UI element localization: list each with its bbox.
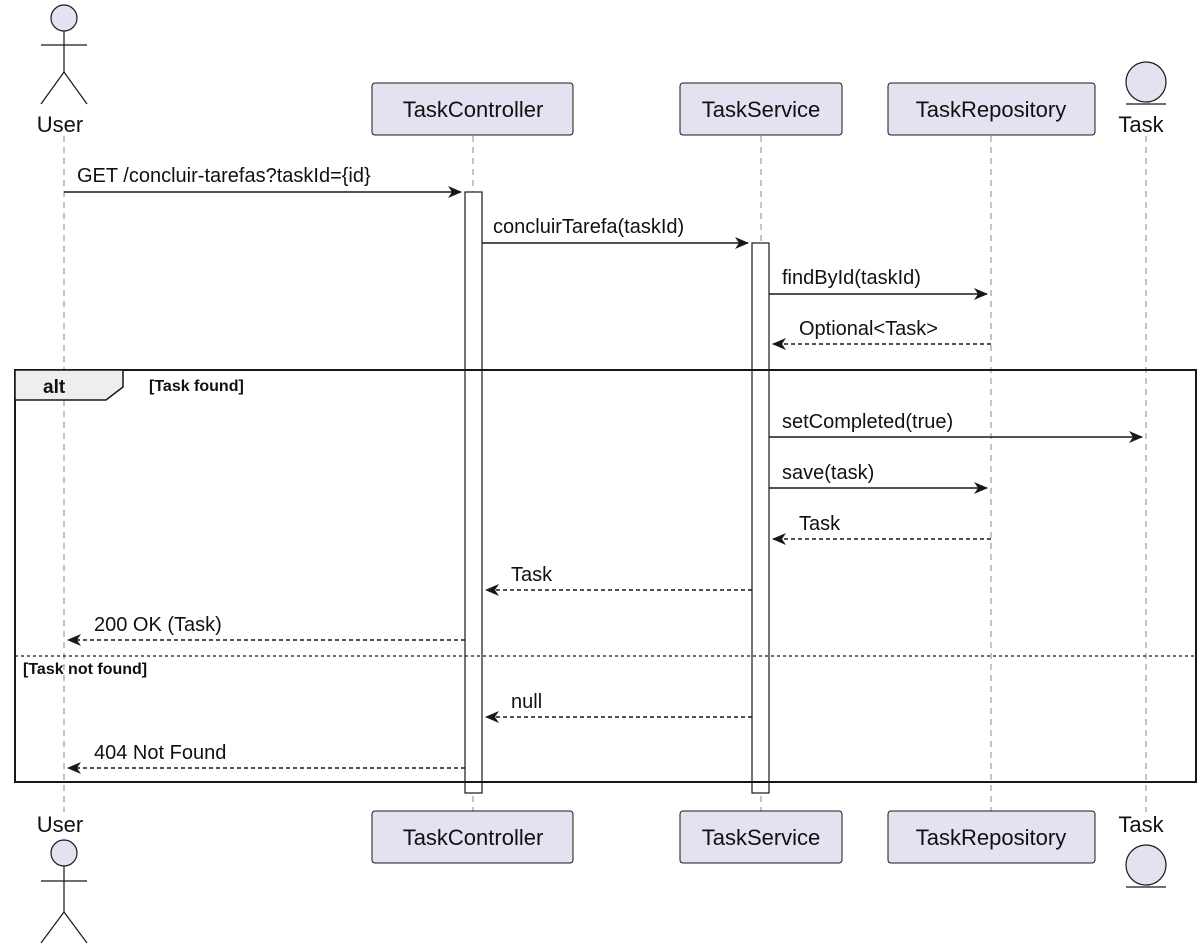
activation-bar-service (751, 242, 770, 794)
participant-task-controller-label-bottom: TaskController (403, 825, 544, 850)
message-8: Task (485, 564, 752, 596)
actor-user-top (40, 4, 88, 105)
message-4: Optional<Task> (772, 318, 991, 350)
message-5: setCompleted(true) (769, 411, 1143, 443)
message-label: 404 Not Found (94, 742, 226, 764)
message-11: 404 Not Found (67, 742, 465, 774)
message-label: null (511, 691, 542, 713)
activation-bar-controller (464, 191, 483, 794)
entity-task-icon (1125, 844, 1167, 886)
message-2: concluirTarefa(taskId) (482, 216, 749, 249)
message-6: save(task) (769, 462, 988, 494)
participant-task-repository-bottom (887, 810, 1096, 864)
entity-task-top (1125, 61, 1167, 105)
participant-user-label-bottom: User (37, 812, 83, 837)
actor-user-bottom (40, 839, 88, 944)
participant-task-repository-label-top: TaskRepository (916, 97, 1066, 122)
message-label: Task (799, 513, 841, 535)
participant-task-label-bottom: Task (1118, 812, 1164, 837)
alt-guard-task-not-found: [Task not found] (23, 661, 147, 678)
alt-keyword: alt (43, 377, 66, 398)
message-label: save(task) (782, 462, 874, 484)
actor-user-icon (50, 4, 78, 32)
participant-task-service-top (679, 82, 843, 136)
participant-task-controller-top (371, 82, 574, 136)
message-label: setCompleted(true) (782, 411, 953, 433)
participant-task-service-label-bottom: TaskService (702, 825, 821, 850)
message-label: Optional<Task> (799, 318, 938, 340)
alt-fragment: alt [Task found] [Task not found] (14, 369, 1197, 783)
message-label: 200 OK (Task) (94, 614, 222, 636)
participant-user-label-top: User (37, 112, 83, 137)
message-10: null (485, 691, 752, 723)
participant-task-service-label-top: TaskService (702, 97, 821, 122)
alt-frame (14, 369, 1197, 783)
alt-tab (14, 369, 124, 401)
participant-task-label-top: Task (1118, 112, 1164, 137)
entity-task-bottom (1125, 844, 1167, 888)
participant-task-service-bottom (679, 810, 843, 864)
alt-guard-task-found: [Task found] (149, 378, 244, 395)
message-7: Task (772, 513, 991, 545)
participant-task-repository-label-bottom: TaskRepository (916, 825, 1066, 850)
message-3: findById(taskId) (769, 267, 988, 300)
message-9: 200 OK (Task) (67, 614, 465, 646)
participant-task-controller-bottom (371, 810, 574, 864)
message-label: GET /concluir-tarefas?taskId={id} (77, 165, 371, 187)
participant-task-repository-top (887, 82, 1096, 136)
message-1: GET /concluir-tarefas?taskId={id} (64, 165, 462, 198)
actor-user-icon (50, 839, 78, 867)
message-label: findById(taskId) (782, 267, 921, 289)
message-label: Task (511, 564, 553, 586)
entity-task-icon (1125, 61, 1167, 103)
participant-task-controller-label-top: TaskController (403, 97, 544, 122)
message-label: concluirTarefa(taskId) (493, 216, 684, 238)
